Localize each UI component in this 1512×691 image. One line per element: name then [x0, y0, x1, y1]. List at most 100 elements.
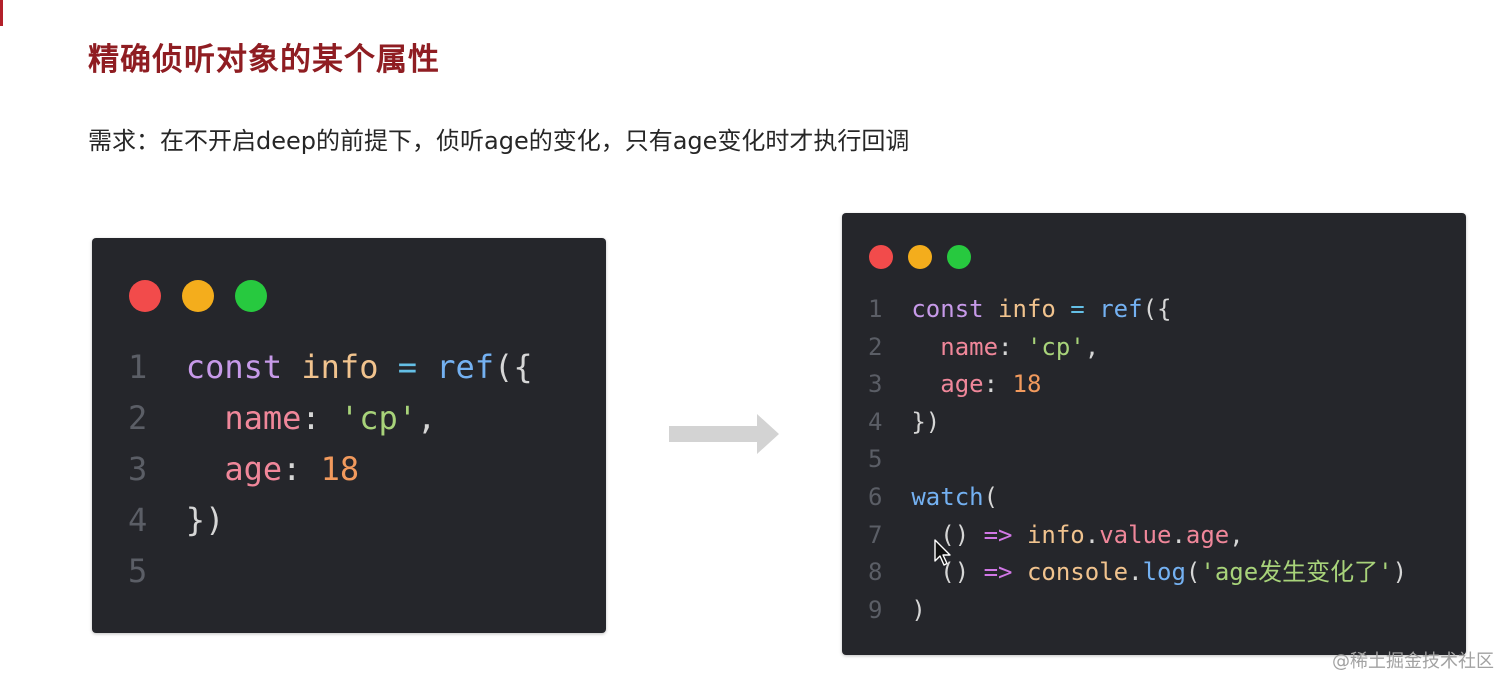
line-number: 2: [868, 332, 883, 361]
code-window-before: 1 const info = ref({ 2 name: 'cp', 3 age…: [92, 238, 606, 633]
code-line: 6 watch(: [868, 479, 1422, 517]
code-token: value: [1099, 520, 1172, 549]
window-controls: [869, 245, 971, 269]
code-token: (: [983, 482, 999, 511]
code-token: [984, 295, 998, 323]
line-number: 5: [128, 552, 148, 590]
code-token: [282, 348, 301, 386]
close-dot-icon: [129, 280, 161, 312]
code-block-before: 1 const info = ref({ 2 name: 'cp', 3 age…: [128, 342, 552, 597]
code-token: [186, 450, 225, 488]
code-line: 1 const info = ref({: [128, 342, 552, 393]
line-number: 3: [128, 450, 148, 488]
mouse-cursor-icon: [934, 539, 951, 566]
code-line: 3 age: 18: [868, 366, 1422, 404]
code-token: ): [911, 595, 926, 624]
code-token: name: [940, 332, 999, 361]
code-line: 4 }): [868, 404, 1422, 442]
code-token: :: [282, 450, 321, 488]
watermark: @稀土掘金技术社区: [1332, 651, 1494, 672]
page-title: 精确侦听对象的某个属性: [88, 42, 440, 78]
code-line: 5: [868, 441, 1422, 479]
code-token: 18: [1012, 370, 1042, 399]
line-number: 1: [128, 348, 148, 386]
code-token: const: [185, 348, 283, 386]
code-token: ): [1392, 558, 1408, 587]
code-token: [417, 348, 436, 386]
code-token: age: [224, 450, 283, 488]
code-token: .: [1128, 558, 1143, 587]
code-token: const: [911, 295, 984, 323]
code-line: 4 }): [128, 495, 552, 546]
code-token: =>: [983, 558, 1013, 587]
code-token: ({: [494, 348, 533, 386]
code-token: =>: [983, 520, 1013, 549]
code-token: [1013, 521, 1027, 549]
code-token: }): [185, 501, 225, 539]
code-line: 3 age: 18: [128, 444, 552, 495]
line-number: 8: [868, 558, 883, 587]
code-line: 5: [128, 546, 552, 597]
code-line: 8 () => console.log('age发生变化了'): [868, 554, 1422, 592]
line-number: 2: [128, 399, 148, 437]
code-token: log: [1142, 558, 1186, 587]
close-dot-icon: [869, 245, 893, 269]
code-token: 'cp': [339, 399, 417, 437]
code-token: ({: [1142, 295, 1172, 323]
code-line: 9 ): [868, 592, 1422, 630]
code-token: [911, 333, 940, 361]
line-number: 4: [128, 501, 148, 539]
corner-accent-bar: [0, 0, 3, 26]
line-number: 9: [868, 595, 883, 624]
code-token: 'age发生变化了': [1200, 558, 1393, 587]
code-token: age: [1185, 520, 1230, 549]
code-token: (: [1185, 558, 1201, 587]
code-token: [1056, 295, 1070, 323]
requirement-text: 需求：在不开启deep的前提下，侦听age的变化，只有age变化时才执行回调: [88, 127, 910, 155]
line-number: 1: [868, 295, 883, 323]
code-token: ref: [436, 348, 495, 386]
code-token: =: [397, 348, 417, 386]
line-number: 7: [868, 520, 883, 549]
line-number: 5: [868, 445, 883, 474]
line-number: 6: [868, 482, 883, 511]
code-token: console: [1026, 558, 1129, 587]
code-token: :: [301, 399, 340, 437]
code-token: (): [911, 520, 984, 549]
line-number: 4: [868, 407, 883, 436]
right-arrow-icon: [669, 414, 779, 454]
code-token: ,: [416, 399, 437, 437]
code-token: .: [1171, 520, 1186, 549]
code-line: 2 name: 'cp',: [128, 393, 552, 444]
code-token: :: [998, 332, 1027, 361]
code-token: watch: [911, 482, 984, 511]
code-line: 1 const info = ref({: [868, 291, 1422, 329]
code-token: [1013, 558, 1027, 586]
code-token: [378, 348, 397, 386]
maximize-dot-icon: [947, 245, 971, 269]
code-token: [186, 399, 225, 437]
code-token: .: [1084, 520, 1100, 549]
code-window-after: 1 const info = ref({ 2 name: 'cp', 3 age…: [842, 213, 1466, 655]
code-token: ,: [1229, 520, 1244, 549]
code-line: 7 () => info.value.age,: [868, 517, 1422, 555]
code-token: name: [224, 399, 302, 437]
code-token: [1085, 295, 1099, 323]
code-token: 'cp': [1026, 332, 1085, 361]
code-token: }): [911, 407, 941, 436]
code-token: age: [940, 370, 984, 399]
code-token: info: [998, 295, 1056, 323]
code-token: ,: [1084, 332, 1100, 361]
window-controls: [129, 280, 267, 312]
code-token: [911, 370, 940, 398]
code-token: info: [1026, 520, 1085, 549]
maximize-dot-icon: [235, 280, 267, 312]
code-token: ref: [1099, 295, 1143, 323]
line-number: 3: [868, 370, 883, 399]
minimize-dot-icon: [908, 245, 932, 269]
code-token: 18: [320, 450, 360, 488]
code-line: 2 name: 'cp',: [868, 329, 1422, 367]
code-token: :: [983, 370, 1013, 399]
code-token: =: [1070, 295, 1085, 323]
code-block-after: 1 const info = ref({ 2 name: 'cp', 3 age…: [868, 291, 1422, 629]
